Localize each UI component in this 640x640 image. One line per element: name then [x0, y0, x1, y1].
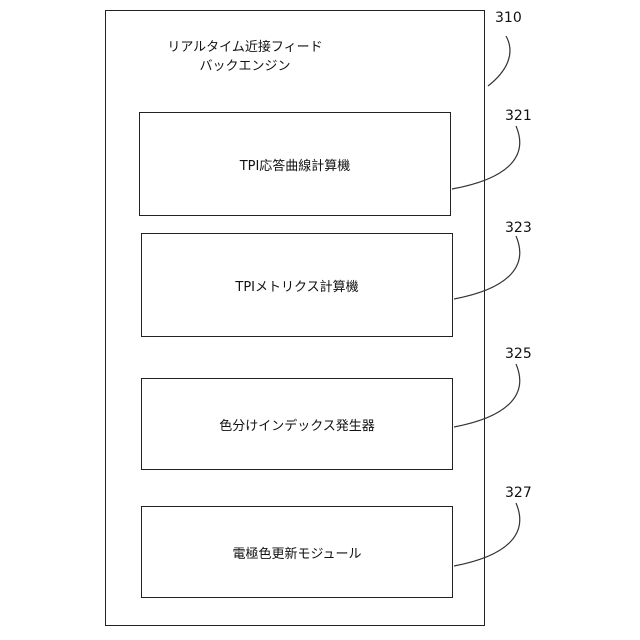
leader-line-325 — [454, 364, 520, 427]
leader-line-327 — [454, 503, 520, 566]
ref-325: 325 — [505, 346, 532, 362]
leader-line-321 — [452, 126, 520, 189]
ref-310: 310 — [495, 10, 522, 26]
ref-327: 327 — [505, 485, 532, 501]
ref-321: 321 — [505, 108, 532, 124]
leader-line-323 — [454, 236, 520, 299]
ref-323: 323 — [505, 220, 532, 236]
leader-line-310 — [488, 36, 510, 86]
